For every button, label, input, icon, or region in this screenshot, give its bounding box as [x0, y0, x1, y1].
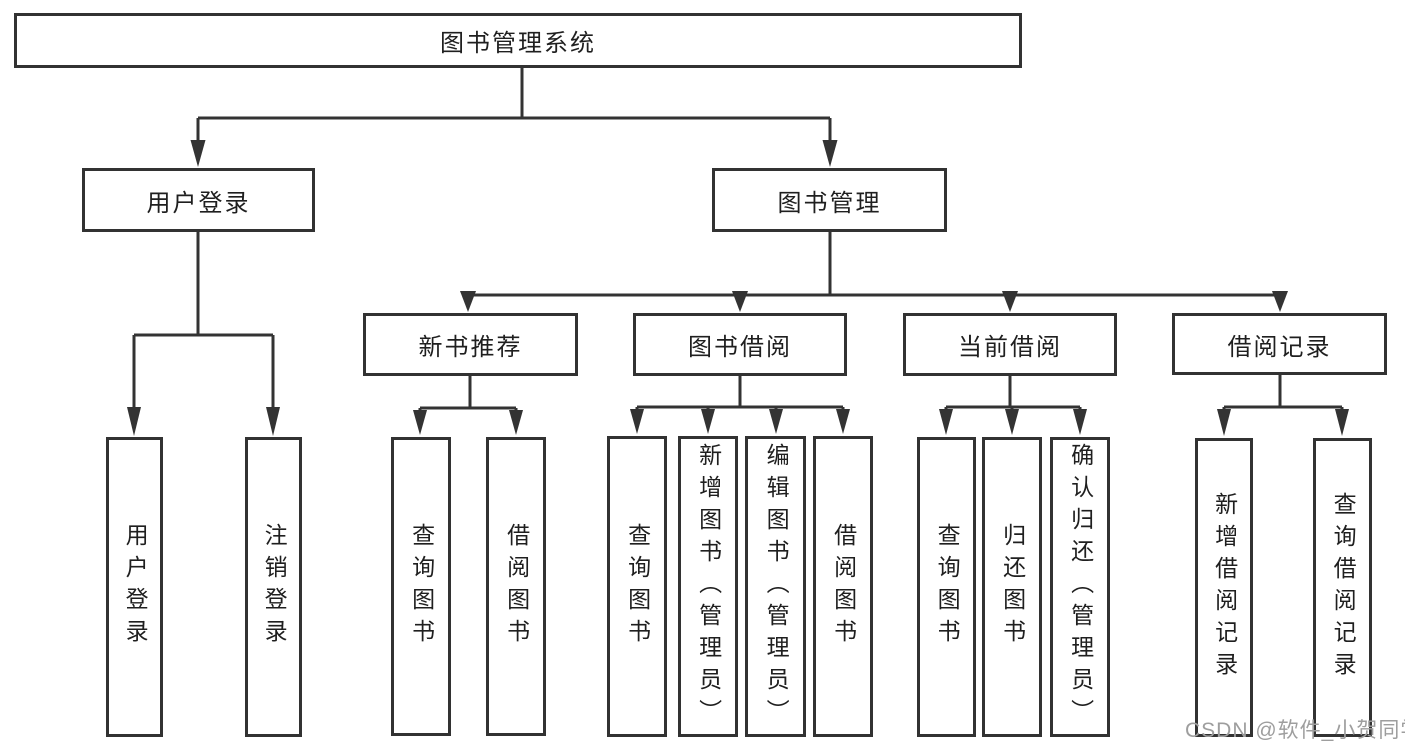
node-label: 借阅图书 — [503, 522, 530, 651]
node-user-login: 用户登录 — [82, 168, 315, 232]
leaf-borrow-books-2: 借阅图书 — [813, 436, 873, 737]
node-label: 新增借阅记录 — [1211, 491, 1238, 684]
node-label: 图书管理系统 — [440, 30, 596, 57]
leaf-query-books-3: 查询图书 — [917, 437, 976, 737]
node-label: 归还图书 — [999, 523, 1026, 651]
node-label: 新增图书（管理员） — [695, 442, 722, 731]
node-label: 注销登录 — [261, 523, 288, 651]
node-book-management: 图书管理 — [712, 168, 947, 232]
leaf-query-books-1: 查询图书 — [391, 437, 451, 736]
leaf-query-books-2: 查询图书 — [607, 436, 667, 737]
node-library-management-system: 图书管理系统 — [14, 13, 1022, 68]
node-current-borrowing: 当前借阅 — [903, 313, 1117, 376]
arrowheads — [127, 140, 1349, 436]
node-label: 借阅记录 — [1227, 333, 1332, 361]
node-label: 编辑图书（管理员） — [763, 442, 790, 731]
node-label: 当前借阅 — [958, 334, 1062, 361]
node-label: 新书推荐 — [418, 334, 523, 361]
leaf-add-borrow-record: 新增借阅记录 — [1195, 438, 1253, 737]
node-label: 确认归还（管理员） — [1067, 443, 1094, 731]
node-label: 图书借阅 — [688, 334, 792, 361]
node-label: 图书管理 — [777, 189, 882, 217]
node-label: 用户登录 — [146, 189, 251, 217]
node-new-book-recommendation: 新书推荐 — [363, 313, 578, 376]
csdn-watermark: CSDN @软件_小贺同学 — [1185, 719, 1405, 742]
node-label: 查询图书 — [624, 522, 651, 651]
node-label: 用户登录 — [122, 523, 149, 651]
node-label: 查询图书 — [408, 522, 435, 651]
node-label: 查询借阅记录 — [1330, 491, 1357, 684]
leaf-user-login: 用户登录 — [106, 437, 163, 737]
node-book-borrowing: 图书借阅 — [633, 313, 847, 376]
leaf-edit-books-admin: 编辑图书（管理员） — [745, 436, 806, 737]
node-label: 查询图书 — [934, 523, 961, 651]
leaf-return-books: 归还图书 — [982, 437, 1042, 737]
node-borrowing-records: 借阅记录 — [1172, 313, 1387, 375]
node-label: 借阅图书 — [830, 522, 857, 651]
leaf-logout: 注销登录 — [245, 437, 302, 737]
leaf-borrow-books-1: 借阅图书 — [486, 437, 546, 736]
leaf-query-borrow-record: 查询借阅记录 — [1313, 438, 1372, 737]
leaf-add-books-admin: 新增图书（管理员） — [678, 436, 738, 737]
leaf-confirm-return-admin: 确认归还（管理员） — [1050, 437, 1110, 737]
